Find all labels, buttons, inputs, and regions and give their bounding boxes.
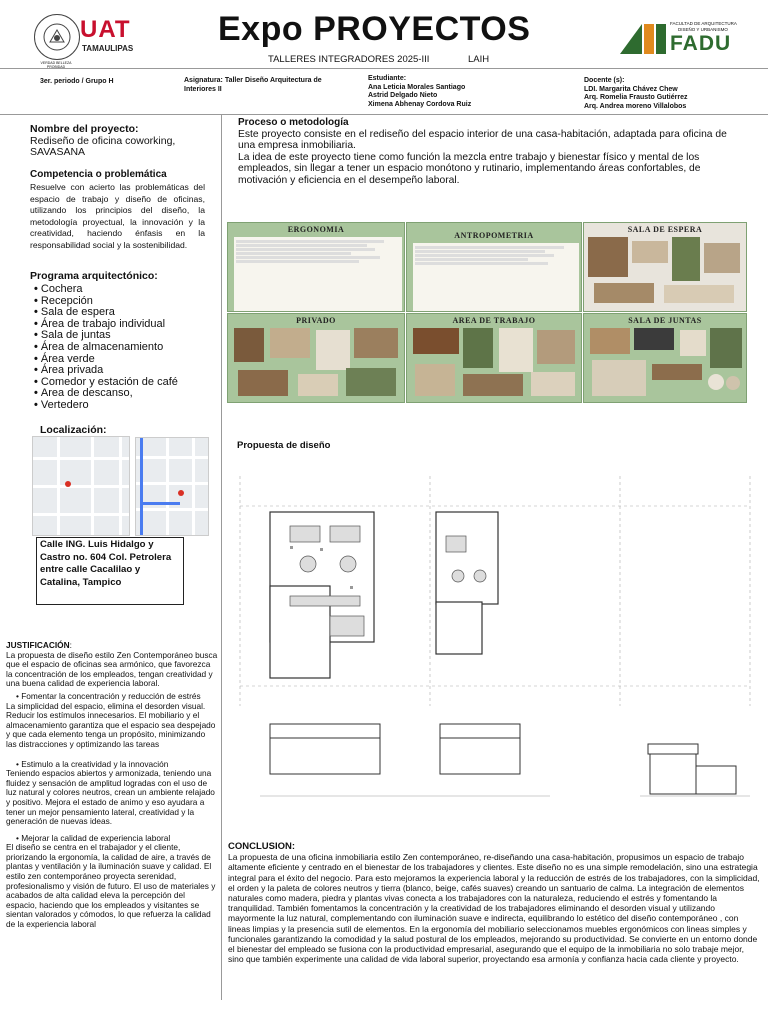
panel-title: SALA DE JUNTAS	[628, 316, 702, 325]
floor-plan-drawing	[230, 476, 760, 836]
direccion-text: Calle ING. Luis Hidalgo y Castro no. 604…	[40, 539, 172, 588]
bullet-2-label: Estimulo a la creatividad y la innovació…	[21, 758, 169, 769]
map-pin-icon	[65, 481, 71, 487]
estudiante-1: Ana Leticia Morales Santiago	[368, 83, 466, 91]
seal-text: VERDAD BELLEZA PROBIDAD	[40, 61, 72, 69]
fadu-top2: DISEÑO Y URBANISMO	[678, 27, 728, 32]
programa-item: Área de almacenamiento	[34, 341, 210, 354]
programa-item: Recepción	[34, 295, 210, 308]
subtitle-talleres: TALLERES INTEGRADORES 2025-III	[268, 54, 430, 65]
panel-title: SALA DE ESPERA	[627, 225, 703, 234]
programa-item: Área verde	[34, 353, 210, 366]
justificacion-heading: JUSTIFICACIÓN:	[6, 640, 218, 651]
panel-antropometria: ANTROPOMETRIA	[406, 222, 582, 312]
proceso-text-1: Este proyecto consiste en el rediseño de…	[238, 128, 727, 152]
programa-item: Sala de juntas	[34, 330, 210, 342]
nombre-label: Nombre del proyecto:	[30, 123, 139, 135]
bullet-1-text: La simplicidad del espacio, elimina el d…	[6, 700, 216, 749]
justificacion-label: JUSTIFICACIÓN	[6, 640, 70, 650]
conclusion-text: La propuesta de una oficina inmobiliaria…	[228, 852, 760, 965]
justificacion-colon: :	[69, 640, 72, 650]
panel-ergonomia: ERGONOMIA	[227, 222, 405, 312]
bullet-3-text: El diseño se centra en el trabajador y e…	[6, 842, 216, 930]
competencia-text: Resuelve con acierto las problemáticas d…	[30, 182, 205, 250]
bullet-1-label: Fomentar la concentración y reducción de…	[21, 690, 201, 701]
fadu-logo: FACULTAD DE ARQUITECTURA DISEÑO Y URBANI…	[620, 20, 752, 55]
location-map-left[interactable]	[32, 436, 130, 536]
bullet-2-text: Teniendo espacios abiertos y armonizada,…	[6, 768, 215, 827]
programa-block: Programa arquitectónico: Cochera Recepci…	[30, 270, 210, 412]
direccion-box: Calle ING. Luis Hidalgo y Castro no. 604…	[36, 537, 184, 605]
subtitle-laih: LAIH	[468, 54, 490, 65]
localizacion-label: Localización:	[40, 424, 107, 436]
bullet-2-title: • Estimulo a la creatividad y la innovac…	[16, 758, 169, 769]
seal-icon	[34, 14, 80, 60]
antropometria-notes	[413, 243, 579, 311]
bullet-3-title: • Mejorar la calidad de experiencia labo…	[16, 832, 171, 843]
panel-privado: PRIVADO	[227, 313, 405, 403]
fadu-top1: FACULTAD DE ARQUITECTURA	[670, 21, 737, 26]
page-title: Expo PROYECTOS	[218, 10, 531, 48]
docente-1: LDI. Margarita Chávez Chew	[584, 85, 678, 93]
justificacion-block: JUSTIFICACIÓN: La propuesta de diseño es…	[6, 640, 218, 930]
page-subtitle: TALLERES INTEGRADORES 2025-III LAIH	[268, 54, 489, 65]
proceso-text-2: La idea de este proyecto tiene como func…	[238, 151, 701, 186]
panel-title: ERGONOMIA	[287, 225, 345, 234]
programa-item: Sala de espera	[34, 307, 210, 319]
justificacion-text: La propuesta de diseño estilo Zen Contem…	[6, 649, 218, 689]
programa-item: Área de trabajo individual	[34, 318, 210, 331]
docente-2: Arq. Romelia Frausto Gutiérrez	[584, 94, 688, 101]
periodo: 3er. periodo / Grupo H	[40, 78, 114, 85]
panel-title: PRIVADO	[296, 316, 336, 325]
uat-logo-text: UAT	[80, 16, 131, 43]
uat-logo: UAT TAMAULIPAS	[80, 16, 133, 53]
programa-item: Cochera	[34, 283, 210, 296]
header-divider-bottom	[0, 114, 768, 115]
programa-item: Vertedero	[34, 399, 210, 412]
estudiante-2: Astrid Delgado Nieto	[368, 92, 438, 99]
competencia-label: Competencia o problemática	[30, 169, 167, 180]
estudiante-3: Ximena Abhenay Cordova Ruiz	[368, 100, 472, 108]
fadu-mark-icon	[620, 24, 666, 54]
programa-list: Cochera Recepción Sala de espera Área de…	[34, 283, 210, 412]
docente-label: Docente (s):	[584, 77, 625, 84]
proceso-label: Proceso o metodología	[238, 117, 349, 128]
location-map-right[interactable]	[135, 437, 209, 536]
map-pin-icon	[178, 490, 184, 496]
bullet-3-label: Mejorar la calidad de experiencia labora…	[21, 832, 171, 843]
docente-3: Arq. Andrea moreno Villalobos	[584, 102, 687, 110]
conclusion-block: CONCLUSION: La propuesta de una oficina …	[228, 841, 760, 965]
proceso-block: Proceso o metodología Este proyecto cons…	[238, 117, 744, 187]
competencia-block: Competencia o problemática Resuelve con …	[30, 169, 205, 251]
propuesta-label: Propuesta de diseño	[237, 440, 331, 451]
uat-seal: VERDAD BELLEZA PROBIDAD	[34, 14, 80, 69]
conclusion-label: CONCLUSION:	[228, 841, 296, 852]
nombre-block: Nombre del proyecto: Rediseño de oficina…	[30, 123, 210, 159]
panel-title: AREA DE TRABAJO	[452, 316, 536, 325]
estudiante-label: Estudiante:	[368, 75, 407, 82]
panel-sala-espera: SALA DE ESPERA	[583, 222, 747, 312]
nombre-value: Rediseño de oficina coworking, SAVASANA	[30, 134, 176, 158]
uat-logo-sub: TAMAULIPAS	[82, 44, 134, 53]
programa-item: Área privada	[34, 365, 210, 377]
panel-area-trabajo: AREA DE TRABAJO	[406, 313, 582, 403]
programa-item: Comedor y estación de café	[34, 376, 210, 389]
asignatura: Asignatura: Taller Diseño Arquitectura d…	[184, 77, 322, 93]
programa-label: Programa arquitectónico:	[30, 270, 158, 282]
docentes-block: Docente (s): LDI. Margarita Chávez Chew …	[584, 77, 687, 111]
header-divider-top	[0, 68, 768, 69]
ergonomia-notes	[234, 237, 402, 311]
column-divider	[221, 114, 222, 1000]
programa-item: Area de descanso,	[34, 388, 210, 400]
floor-plan-icon	[239, 476, 751, 797]
panel-title: ANTROPOMETRIA	[454, 231, 534, 240]
estudiantes-block: Estudiante: Ana Leticia Morales Santiago…	[368, 75, 471, 109]
panel-sala-juntas: SALA DE JUNTAS	[583, 313, 747, 403]
bullet-1-title: • Fomentar la concentración y reducción …	[16, 690, 201, 701]
fadu-text: FADU	[670, 32, 732, 55]
